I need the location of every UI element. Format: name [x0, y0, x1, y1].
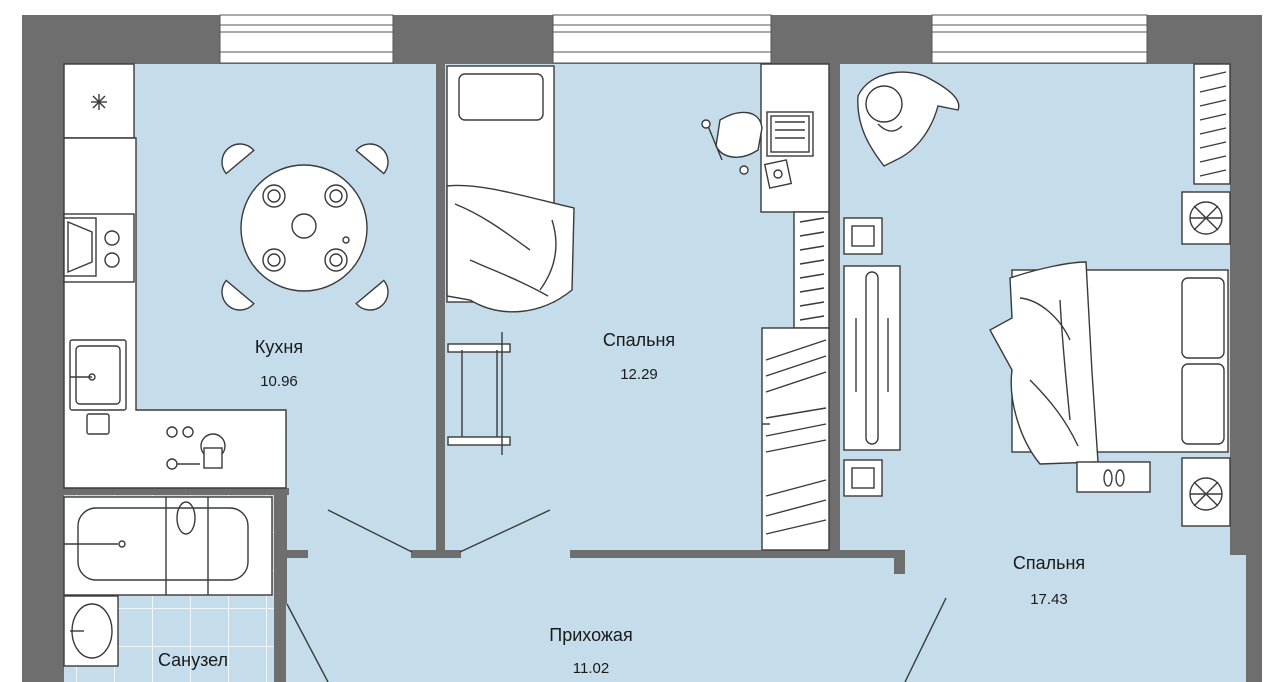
bedroom-large-area: 17.43	[1030, 591, 1068, 608]
door-swings	[286, 509, 947, 682]
wall-bath-stub	[278, 550, 308, 558]
hallway-name: Прихожая	[549, 625, 632, 645]
dining-table	[221, 143, 389, 311]
slippers-icon	[1076, 461, 1151, 493]
wardrobe	[761, 327, 830, 551]
stove-icon	[63, 213, 135, 283]
armchair-icon	[857, 71, 960, 167]
bathroom-name: Санузел	[158, 650, 228, 670]
wall-hall-right-end	[894, 550, 905, 574]
wall-bath-right	[278, 488, 287, 604]
wall-bedrooms	[829, 64, 840, 550]
bookshelf-large	[1193, 63, 1231, 185]
bedroom-small-furniture: Спальня 12.29	[446, 63, 830, 551]
hallway-labels: Прихожая 11.02	[549, 625, 632, 677]
windows	[219, 14, 1148, 64]
wall-hall-left-stub	[411, 550, 461, 558]
window-kitchen	[219, 14, 394, 64]
bookshelf-small	[793, 211, 830, 329]
floor-areas	[64, 64, 1246, 682]
hallway-floor-upper	[286, 488, 446, 558]
bathroom-furniture: Санузел	[63, 496, 273, 670]
fan-icon	[1181, 191, 1231, 245]
desk	[760, 63, 830, 213]
window-bedroom-small	[552, 14, 772, 64]
kitchen-appliance	[86, 413, 110, 435]
bedroom-large-furniture: Спальня 17.43	[843, 63, 1231, 608]
kitchen-name: Кухня	[255, 337, 303, 357]
bedroom-small-area: 12.29	[620, 366, 658, 383]
sink-icon	[69, 339, 127, 411]
wall-kitchen-bedroom	[436, 64, 445, 558]
wall-kitchen-bath	[64, 488, 289, 495]
inner-walls	[64, 64, 905, 604]
ladder-shelf	[447, 332, 511, 455]
window-bedroom-large	[931, 14, 1148, 64]
laptop-icon	[766, 111, 814, 157]
mirror-cabinet	[843, 265, 901, 451]
faucet-icon	[166, 426, 226, 470]
nightstands	[843, 217, 883, 497]
bedroom-large-name: Спальня	[1013, 553, 1085, 573]
single-bed	[446, 65, 575, 313]
bedroom-small-name: Спальня	[603, 330, 675, 350]
desk-chair	[701, 111, 763, 175]
washbasin	[63, 595, 119, 667]
hallway-area: 11.02	[573, 660, 609, 677]
double-bed	[989, 261, 1229, 465]
snowflake-icon	[91, 94, 107, 110]
table-top	[240, 164, 368, 292]
kitchen-furniture: Кухня 10.96	[63, 63, 389, 489]
hallway-floor-lower	[286, 555, 1246, 682]
wall-hall-right	[570, 550, 905, 558]
fan-icon	[1181, 457, 1231, 527]
kitchen-area: 10.96	[260, 373, 298, 390]
